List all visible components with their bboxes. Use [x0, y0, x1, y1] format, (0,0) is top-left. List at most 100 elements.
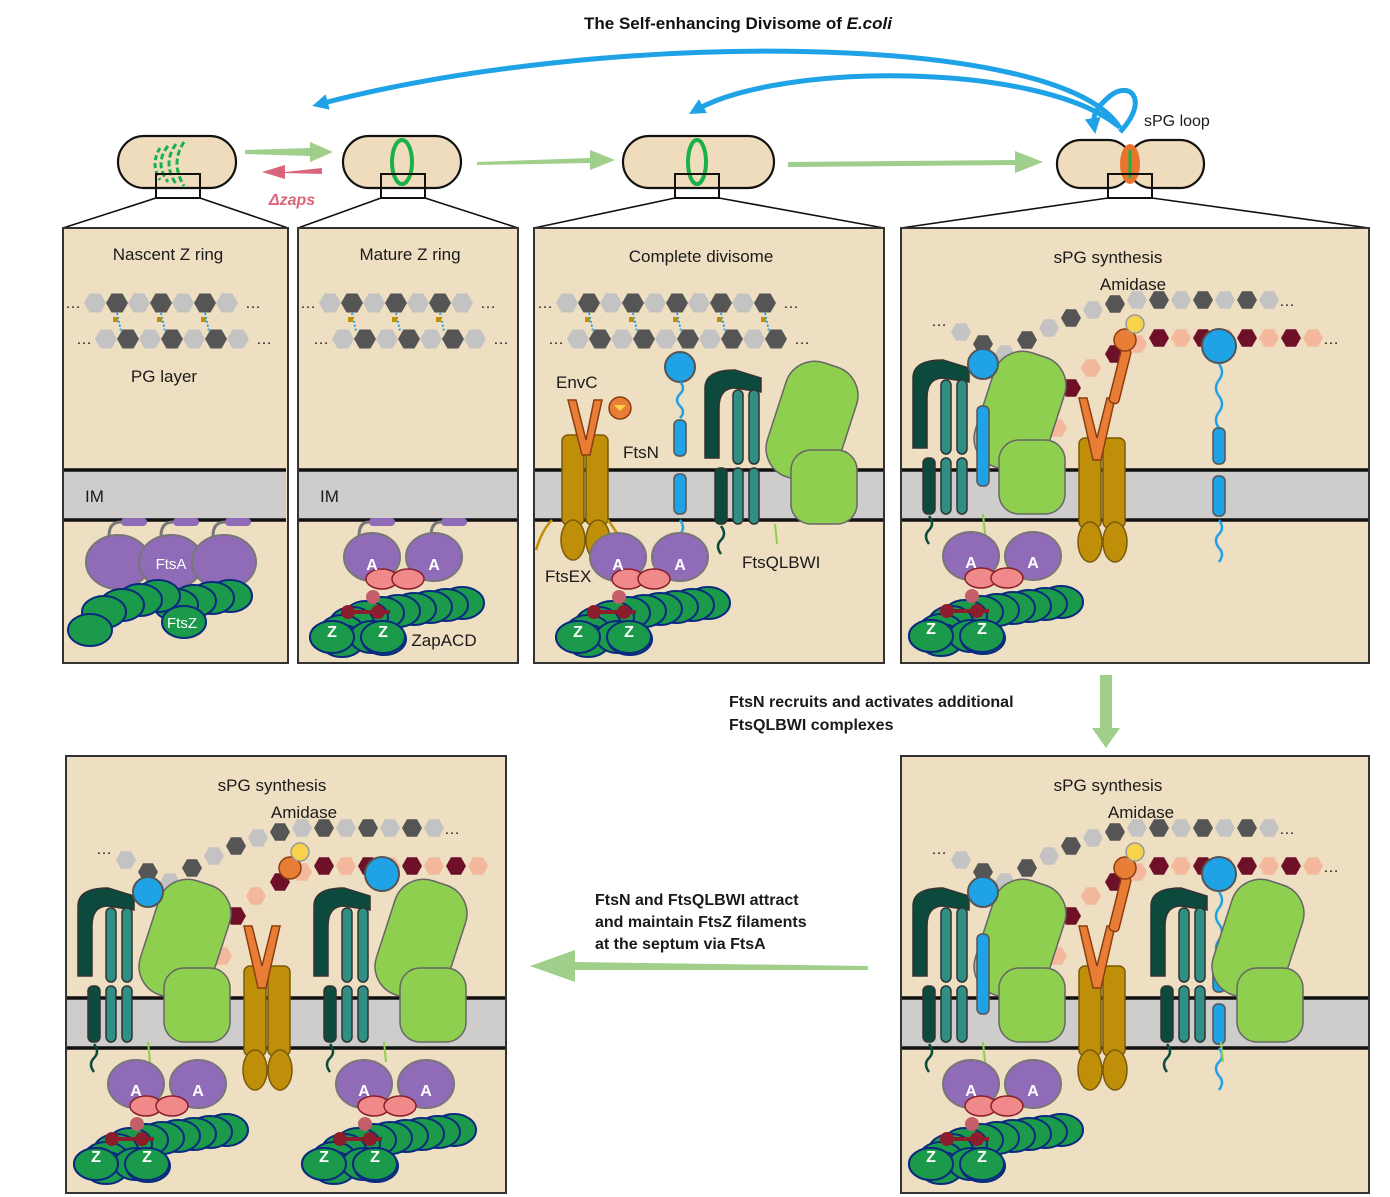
- ftsz-subunit: [908, 1147, 954, 1181]
- pg-hexagon: [1193, 291, 1213, 309]
- continuation-dots: …: [931, 841, 947, 858]
- pg-hexagon: [116, 851, 136, 869]
- ftsa-subunit: [1004, 1059, 1062, 1109]
- ftsw: [399, 967, 467, 1043]
- continuation-dots: …: [313, 331, 329, 348]
- panel-nascent: Nascent Z ring …… …… PG layer IM FtsA: [62, 227, 289, 664]
- pg-row-top: ……: [537, 293, 799, 332]
- crosslink: [720, 312, 726, 332]
- ftsl: [341, 907, 353, 983]
- ftse: [242, 1049, 268, 1091]
- pg-hexagon: [578, 293, 600, 313]
- pg-hexagon: [1215, 291, 1235, 309]
- amidase-active: [290, 842, 310, 862]
- zapacd-label: ZapACD: [411, 631, 476, 650]
- cell-nascent: [116, 134, 238, 199]
- title-species: E.coli: [846, 14, 892, 33]
- ftsb-tm: [1194, 985, 1206, 1043]
- ftsz-subunit: [73, 1147, 119, 1181]
- pg-row-top: ……: [65, 293, 261, 332]
- crosslink-node: [157, 317, 162, 322]
- pg-hexagon: [1215, 819, 1235, 837]
- crosslink: [632, 312, 638, 332]
- spg-hexagon: [314, 857, 334, 875]
- note-attract-3: at the septum via FtsA: [595, 936, 766, 953]
- continuation-dots: …: [1323, 331, 1339, 348]
- cell-dividing: [1055, 138, 1206, 199]
- pg-hexagon: [336, 819, 356, 837]
- ftsa-subunit: [397, 1059, 455, 1109]
- panel-spg3-title: sPG synthesis: [218, 776, 327, 795]
- pg-hexagon: [270, 823, 290, 841]
- spg-hexagon: [468, 857, 488, 875]
- pg-hexagon: [161, 329, 183, 349]
- pg-hexagon: [84, 293, 106, 313]
- spg-hexagon: [1081, 887, 1101, 905]
- ftsw-tail: [982, 1041, 986, 1063]
- zapd: [970, 1132, 984, 1146]
- ftsn-label: FtsN: [623, 443, 659, 462]
- ftse: [1077, 521, 1103, 563]
- panel-mature-title: Mature Z ring: [359, 245, 460, 264]
- ftsw-tail: [147, 1041, 151, 1063]
- zapd: [371, 605, 385, 619]
- pg-hexagon: [611, 329, 633, 349]
- pg-hexagon: [117, 329, 139, 349]
- ftsz-z2: Z: [977, 621, 987, 638]
- ftsq-tail: [1162, 1043, 1172, 1073]
- ftsa-group: FtsA: [85, 518, 257, 590]
- ftsw-tail: [1220, 1041, 1224, 1063]
- pg-hexagon: [732, 293, 754, 313]
- ftsz-subunit: [360, 620, 406, 654]
- continuation-dots: …: [256, 331, 272, 348]
- ftsb-tm: [956, 985, 968, 1043]
- pg-hexagon: [128, 293, 150, 313]
- figure-title: The Self-enhancing Divisome of E.coli: [0, 14, 1390, 34]
- pg-hexagon: [622, 293, 644, 313]
- ftsa-subunit: [651, 532, 709, 582]
- ftsq-tail: [89, 1043, 99, 1073]
- ftsa-ftsz-cluster: [309, 532, 485, 658]
- crosslink-node: [761, 317, 766, 322]
- ftse: [267, 1049, 293, 1091]
- continuation-dots: …: [245, 295, 261, 312]
- pg-hexagon: [363, 293, 385, 313]
- ftsb: [357, 907, 369, 983]
- amidase-active: [1125, 842, 1145, 862]
- ftsa-subunit: [1004, 531, 1062, 581]
- spg-hexagon: [402, 857, 422, 875]
- pg-hexagon: [341, 293, 363, 313]
- spg-scene: ………: [902, 291, 1368, 657]
- crosslink: [676, 312, 682, 332]
- pg-hexagon: [633, 329, 655, 349]
- ftsn-head: [364, 856, 400, 892]
- continuation-dots: …: [931, 313, 947, 330]
- zoom-lines: [62, 197, 1370, 229]
- ftsn-helix: [1212, 427, 1226, 465]
- blue-feedback-arrows: sPG loop: [312, 48, 1210, 134]
- zapd: [333, 1132, 347, 1146]
- spg-hexagon: [1149, 857, 1169, 875]
- crosslink-node: [392, 317, 397, 322]
- pg-hexagon: [376, 329, 398, 349]
- ftsz-z1: Z: [573, 624, 583, 641]
- zapa: [990, 567, 1024, 589]
- ftsn-head: [967, 876, 999, 908]
- zapd: [105, 1132, 119, 1146]
- ftsz-z2: Z: [142, 1149, 152, 1166]
- ftsn: FtsN: [623, 351, 696, 563]
- pg-hexagon: [358, 819, 378, 837]
- pg-hexagon: [1149, 291, 1169, 309]
- ftsl-tm: [341, 985, 353, 1043]
- pg-hexagon: [380, 819, 400, 837]
- note-recruit-1: FtsN recruits and activates additional: [729, 694, 1014, 711]
- pg-hexagon: [1259, 291, 1279, 309]
- ftsn-tm: [1212, 475, 1226, 517]
- panel-spg-3: …… sPG synthesis Amidase A A A A Z Z Z Z: [65, 755, 507, 1194]
- pg-hexagon: [556, 293, 578, 313]
- ftsa-a2: A: [674, 557, 686, 574]
- arrow-nascent-to-mature: [245, 142, 333, 162]
- cell-mature: [341, 134, 463, 199]
- pg-hexagon: [600, 293, 622, 313]
- pg-hexagon: [688, 293, 710, 313]
